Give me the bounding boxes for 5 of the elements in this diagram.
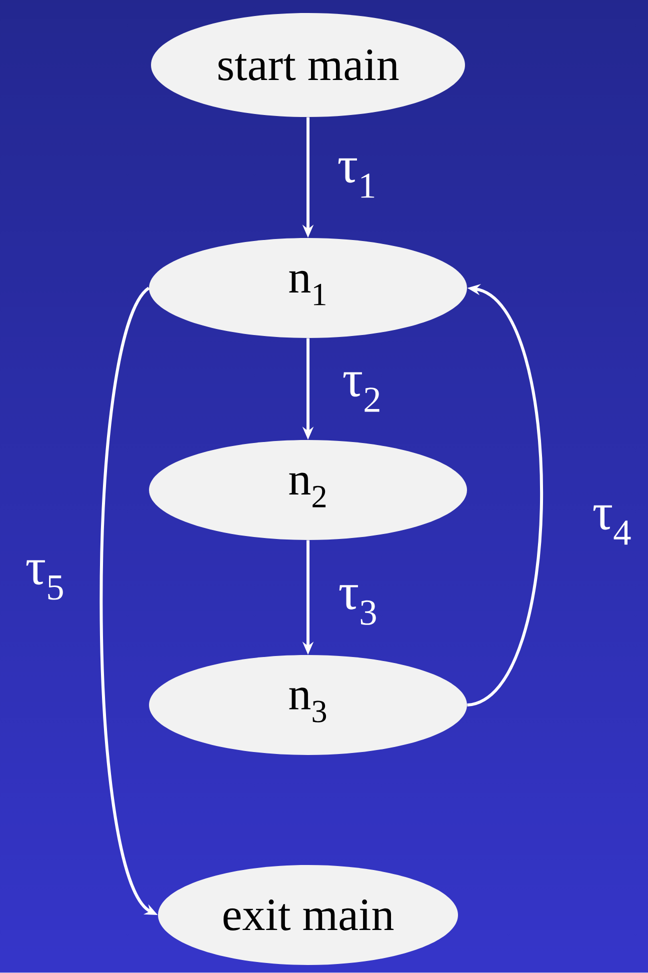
- edge-label: τ$_{2}$: [343, 372, 380, 412]
- edge-label: τ$_{3}$: [339, 585, 376, 625]
- edge-label: τ$_{4}$: [593, 505, 631, 545]
- edge-label: τ$_{5}$: [26, 560, 63, 600]
- edge-label: τ$_{1}$: [338, 158, 374, 198]
